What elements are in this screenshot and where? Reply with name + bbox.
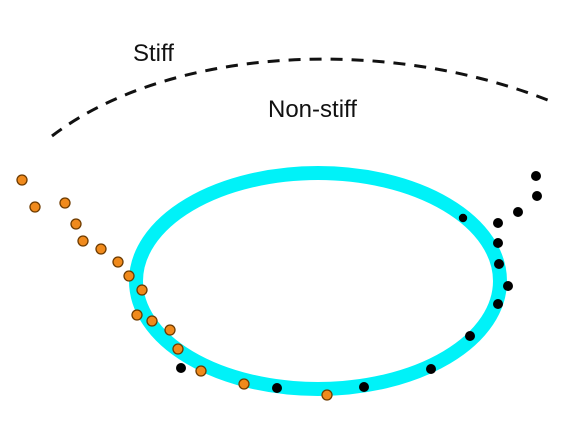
- orange-point: [164, 324, 176, 336]
- black-point: [531, 171, 541, 181]
- black-point: [458, 213, 468, 223]
- orange-point: [59, 197, 71, 209]
- black-point: [494, 259, 504, 269]
- orange-point: [112, 256, 124, 268]
- stiff-label: Stiff: [133, 40, 174, 67]
- black-point: [493, 238, 503, 248]
- non-stiff-label: Non-stiff: [268, 96, 357, 123]
- black-point: [176, 363, 186, 373]
- orange-point: [70, 218, 82, 230]
- black-point: [465, 331, 475, 341]
- black-point: [532, 191, 542, 201]
- stiffness-boundary-line: [51, 57, 556, 138]
- orange-point: [29, 201, 41, 213]
- stability-region-ellipse: [129, 166, 507, 396]
- orange-points-group: [16, 174, 333, 401]
- black-point: [513, 207, 523, 217]
- orange-point: [172, 343, 184, 355]
- black-point: [503, 281, 513, 291]
- orange-point: [16, 174, 28, 186]
- black-points-group: [176, 171, 542, 393]
- black-point: [493, 299, 503, 309]
- black-point: [272, 383, 282, 393]
- orange-point: [321, 389, 333, 401]
- orange-point: [131, 309, 143, 321]
- orange-point: [95, 243, 107, 255]
- black-point: [359, 382, 369, 392]
- orange-point: [146, 315, 158, 327]
- orange-point: [123, 270, 135, 282]
- orange-point: [195, 365, 207, 377]
- black-point: [426, 364, 436, 374]
- orange-point: [136, 284, 148, 296]
- orange-point: [77, 235, 89, 247]
- orange-point: [238, 378, 250, 390]
- black-point: [493, 218, 503, 228]
